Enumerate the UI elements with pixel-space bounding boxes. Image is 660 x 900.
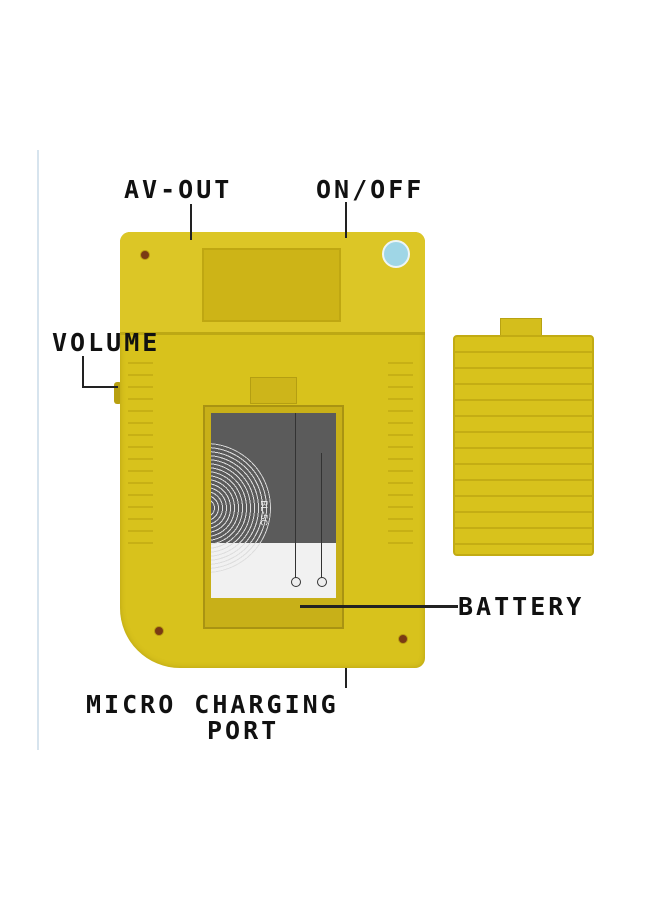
battery-wire bbox=[321, 453, 322, 578]
screw bbox=[140, 250, 150, 260]
label-on-off: ON/OFF bbox=[316, 175, 425, 204]
label-av-out: AV-OUT bbox=[124, 175, 233, 204]
volume-wheel bbox=[114, 382, 122, 404]
label-volume: VOLUME bbox=[52, 328, 161, 357]
port-leader-line bbox=[345, 668, 347, 688]
label-recess bbox=[202, 248, 341, 322]
grip-grooves bbox=[388, 352, 413, 552]
battery-terminal bbox=[291, 577, 301, 587]
grip-grooves bbox=[128, 352, 153, 552]
label-micro-charging: MICRO CHARGING bbox=[86, 690, 339, 719]
av-out-leader-line bbox=[190, 204, 192, 240]
battery-terminal bbox=[317, 577, 327, 587]
volume-leader-line bbox=[82, 356, 84, 388]
battery-cover bbox=[453, 335, 594, 556]
game-console-back: BL-5C bbox=[120, 232, 425, 668]
battery-compartment: BL-5C bbox=[203, 405, 344, 629]
frame-edge bbox=[37, 150, 39, 750]
battery-wire bbox=[295, 413, 296, 578]
on-off-leader-line bbox=[345, 202, 347, 238]
battery-leader-line bbox=[300, 605, 458, 608]
volume-leader-line-h bbox=[82, 386, 118, 388]
label-battery: BATTERY bbox=[458, 592, 585, 621]
label-port: PORT bbox=[207, 716, 280, 745]
battery-latch bbox=[250, 377, 297, 404]
screw bbox=[398, 634, 408, 644]
certification-sticker bbox=[382, 240, 410, 268]
screw bbox=[154, 626, 164, 636]
top-band bbox=[120, 232, 425, 335]
battery-model-text: BL-5C bbox=[258, 500, 269, 526]
battery: BL-5C bbox=[211, 413, 336, 598]
